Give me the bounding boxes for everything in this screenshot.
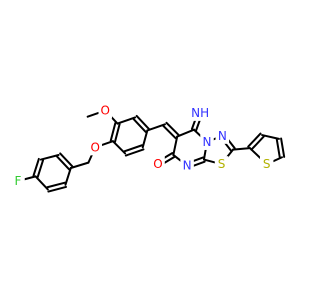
thiadiazole-nitrogen-atom: N [218, 129, 227, 143]
double-bond [32, 157, 40, 177]
double-bond [59, 152, 74, 168]
bridgehead-nitrogen-atom-background [200, 133, 214, 150]
double-bond [135, 114, 150, 130]
pyrimidine-nitrogen-atom-background [180, 157, 194, 174]
thiophene-sulfur-atom-background [259, 156, 274, 173]
thiophene-sulfur-atom: S [263, 157, 271, 171]
bond-layer [17, 109, 286, 193]
imine-nh-atom: NH [191, 106, 209, 120]
double-bond [275, 138, 281, 159]
double-bond [162, 124, 177, 140]
thiadiazole-sulfur-atom: S [218, 157, 226, 171]
thiadiazole-nitrogen-atom-background [215, 127, 230, 144]
single-bond [146, 123, 166, 132]
carbonyl-oxygen-atom: O [153, 157, 162, 171]
double-bond [123, 144, 144, 153]
double-bond [132, 117, 147, 133]
double-bond [280, 137, 286, 158]
double-bond [109, 122, 117, 142]
double-bond [250, 135, 265, 151]
thiadiazole-sulfur-atom-background [214, 156, 229, 173]
double-bond [124, 148, 145, 157]
double-bond [165, 121, 180, 137]
single-bond [69, 161, 90, 169]
double-bond [55, 155, 71, 171]
single-bond [261, 134, 280, 140]
ether-oxygen-atom-background [88, 139, 103, 156]
double-bond [114, 123, 121, 143]
double-bond [247, 132, 262, 148]
single-bond [232, 147, 251, 151]
methoxy-oxygen-atom-background [98, 102, 112, 119]
single-bond [116, 116, 137, 125]
fluorine-atom-background [11, 172, 25, 189]
single-bond [176, 128, 195, 138]
single-bond [64, 166, 72, 186]
single-bond [111, 140, 127, 155]
bridgehead-nitrogen-atom: N [203, 135, 212, 149]
carbonyl-oxygen-atom-background [151, 156, 165, 173]
double-bond [46, 181, 66, 189]
single-bond [172, 135, 179, 156]
double-bond [36, 159, 45, 179]
methoxy-oxygen-atom: O [101, 104, 110, 118]
single-bond [34, 175, 49, 191]
double-bond [47, 185, 67, 193]
imine-nh-atom-background [189, 104, 211, 121]
fluorine-atom: F [15, 174, 22, 188]
single-bond [141, 129, 149, 149]
ether-oxygen-atom: O [91, 140, 100, 154]
single-bond [39, 153, 60, 161]
pyrimidine-nitrogen-atom: N [183, 159, 192, 173]
